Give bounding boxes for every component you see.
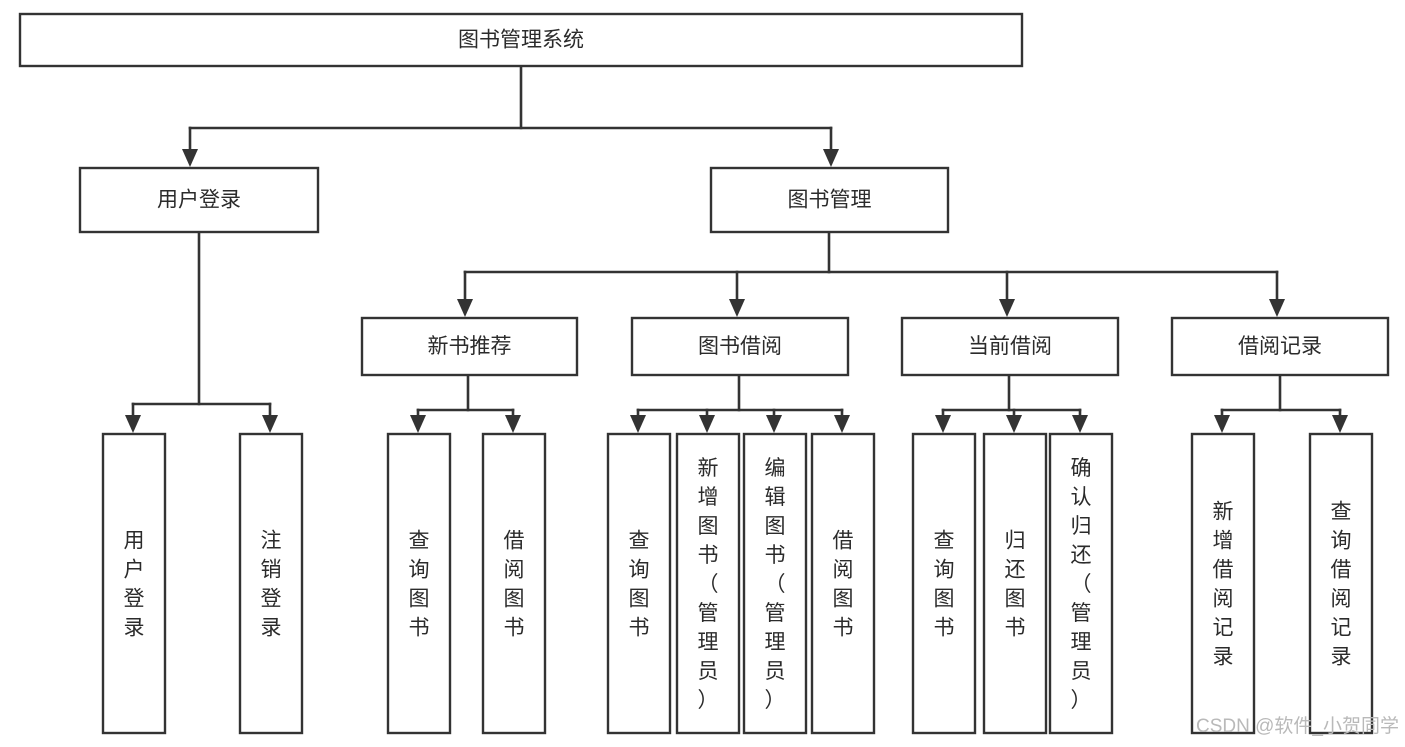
root-node-box[interactable] — [18, 12, 1024, 68]
node-current-borrow[interactable]: 当前借阅 — [900, 316, 1120, 377]
connector-book-borrow-to-leaves — [630, 373, 850, 433]
node-label: 新书推荐 — [428, 335, 512, 358]
arrow-head-icon — [1332, 415, 1348, 433]
node-label: 用户登录 — [124, 529, 145, 639]
level3-node-box[interactable] — [630, 316, 850, 377]
leaf-node-box[interactable] — [238, 432, 304, 735]
connector-new-book-to-leaves — [410, 373, 521, 433]
arrow-head-icon — [182, 149, 198, 167]
level3-node-box[interactable] — [900, 316, 1120, 377]
node-book-borrow[interactable]: 图书借阅 — [630, 316, 850, 377]
level3-node-box[interactable] — [1170, 316, 1390, 377]
level2-node-box[interactable] — [709, 166, 950, 234]
node-leaf-logout[interactable]: 注销登录 — [238, 432, 304, 735]
node-leaf-query-book-new[interactable]: 查询图书 — [386, 432, 452, 735]
arrow-head-icon — [935, 415, 951, 433]
arrow-head-icon — [729, 299, 745, 317]
arrow-head-icon — [457, 299, 473, 317]
leaf-node-box[interactable] — [386, 432, 452, 735]
node-leaf-add-book-admin[interactable]: 新增图书（管理员） — [675, 432, 741, 735]
node-new-book-recommend[interactable]: 新书推荐 — [360, 316, 579, 377]
leaf-node-box[interactable] — [101, 432, 167, 735]
leaf-node-box[interactable] — [1048, 432, 1114, 735]
node-leaf-add-borrow-record[interactable]: 新增借阅记录 — [1190, 432, 1256, 735]
arrow-head-icon — [834, 415, 850, 433]
level2-node-box[interactable] — [78, 166, 320, 234]
node-label: 编辑图书（管理员） — [765, 457, 786, 712]
node-root[interactable]: 图书管理系统 — [18, 12, 1024, 68]
arrow-head-icon — [699, 415, 715, 433]
node-label: 注销登录 — [261, 529, 282, 639]
arrow-head-icon — [505, 415, 521, 433]
node-user-login[interactable]: 用户登录 — [78, 166, 320, 234]
node-leaf-borrow-book-new[interactable]: 借阅图书 — [481, 432, 547, 735]
connector-root-to-level2 — [182, 64, 839, 167]
leaf-node-box[interactable] — [1308, 432, 1374, 735]
node-label: 图书管理 — [788, 189, 872, 212]
connectors-layer — [125, 64, 1348, 433]
arrow-head-icon — [410, 415, 426, 433]
node-label: 借阅记录 — [1238, 335, 1322, 358]
leaf-node-box[interactable] — [810, 432, 876, 735]
node-label: 查询借阅记录 — [1331, 500, 1352, 668]
csdn-watermark: CSDN @软件_小贺同学 — [1196, 715, 1399, 737]
node-borrow-record[interactable]: 借阅记录 — [1170, 316, 1390, 377]
leaf-node-box[interactable] — [606, 432, 672, 735]
node-label: 确认归还（管理员） — [1071, 457, 1092, 712]
arrow-head-icon — [1072, 415, 1088, 433]
connector-borrow-record-to-leaves — [1214, 373, 1348, 433]
leaf-node-box[interactable] — [911, 432, 977, 735]
node-leaf-return-book[interactable]: 归还图书 — [982, 432, 1048, 735]
node-leaf-edit-book-admin[interactable]: 编辑图书（管理员） — [742, 432, 808, 735]
leaf-node-box[interactable] — [481, 432, 547, 735]
node-leaf-user-login[interactable]: 用户登录 — [101, 432, 167, 735]
node-label: 查询图书 — [409, 529, 430, 639]
arrow-head-icon — [766, 415, 782, 433]
node-label: 查询图书 — [934, 529, 955, 639]
node-leaf-confirm-return-admin[interactable]: 确认归还（管理员） — [1048, 432, 1114, 735]
node-leaf-query-book-current[interactable]: 查询图书 — [911, 432, 977, 735]
arrow-head-icon — [630, 415, 646, 433]
node-leaf-query-borrow-record[interactable]: 查询借阅记录 — [1308, 432, 1374, 735]
connector-book-management-to-level3 — [457, 230, 1285, 317]
arrow-head-icon — [1006, 415, 1022, 433]
arrow-head-icon — [1214, 415, 1230, 433]
arrow-head-icon — [262, 415, 278, 433]
arrow-head-icon — [999, 299, 1015, 317]
node-label: 查询图书 — [629, 529, 650, 639]
node-leaf-query-book-borrow[interactable]: 查询图书 — [606, 432, 672, 735]
arrow-head-icon — [125, 415, 141, 433]
leaf-node-box[interactable] — [675, 432, 741, 735]
connector-current-borrow-to-leaves — [935, 373, 1088, 433]
node-label: 借阅图书 — [504, 529, 525, 639]
node-label: 新增图书（管理员） — [698, 457, 719, 712]
node-leaf-borrow-book[interactable]: 借阅图书 — [810, 432, 876, 735]
node-label: 归还图书 — [1005, 529, 1026, 639]
leaf-node-box[interactable] — [742, 432, 808, 735]
arrow-head-icon — [1269, 299, 1285, 317]
leaf-node-box[interactable] — [982, 432, 1048, 735]
node-label: 图书管理系统 — [458, 29, 584, 52]
node-book-management[interactable]: 图书管理 — [709, 166, 950, 234]
node-label: 当前借阅 — [968, 335, 1052, 358]
leaf-node-box[interactable] — [1190, 432, 1256, 735]
node-label: 图书借阅 — [698, 335, 782, 358]
level3-node-box[interactable] — [360, 316, 579, 377]
node-label: 新增借阅记录 — [1213, 500, 1234, 668]
boxes-layer: 图书管理系统用户登录图书管理新书推荐图书借阅当前借阅借阅记录用户登录注销登录查询… — [18, 12, 1390, 735]
node-label: 用户登录 — [157, 189, 241, 212]
node-label: 借阅图书 — [833, 529, 854, 639]
connector-user-login-to-leaves — [125, 230, 278, 433]
arrow-head-icon — [823, 149, 839, 167]
